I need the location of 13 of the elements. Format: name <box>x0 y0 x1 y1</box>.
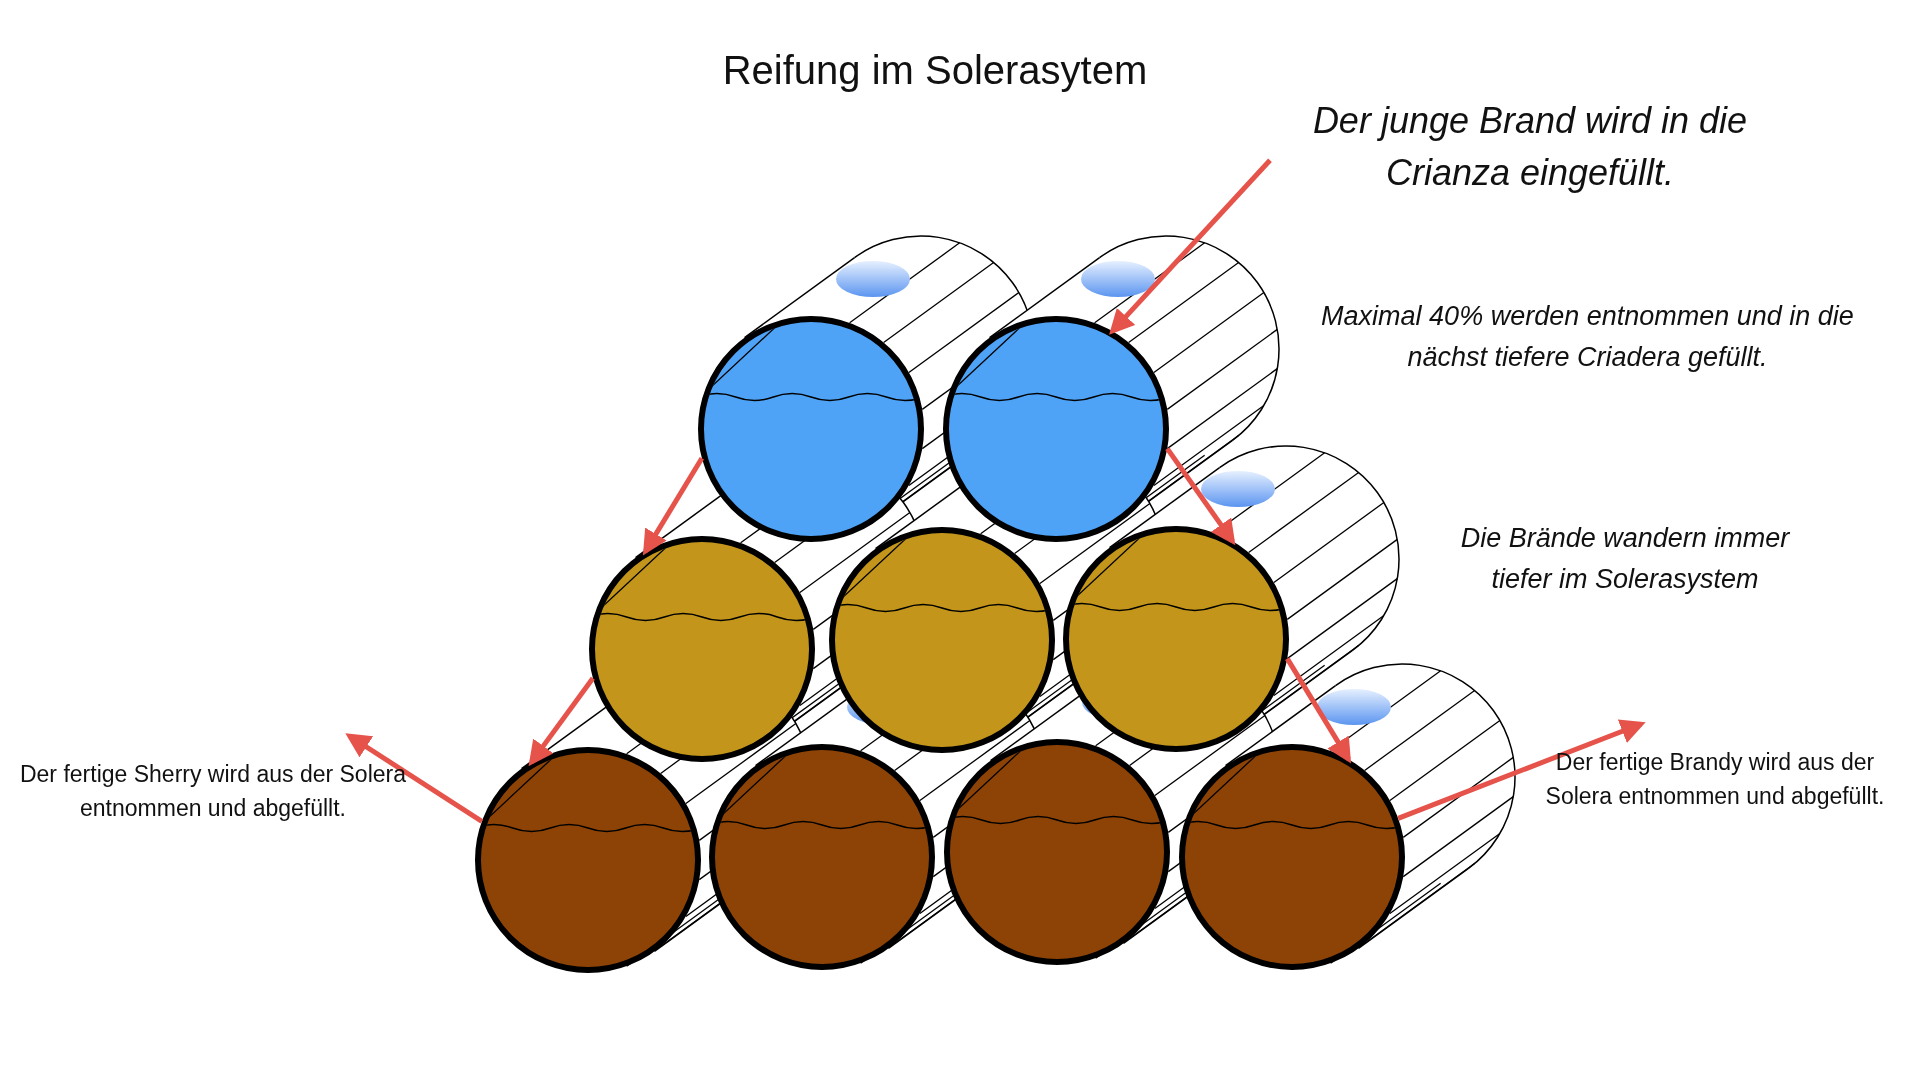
annotation-text: Die Brände wandern immer tiefer im Solerasystem <box>1459 522 1791 596</box>
arrow <box>345 733 484 824</box>
arrow <box>528 676 595 767</box>
arrow <box>1397 719 1646 821</box>
callout-text: Der fertige Sherry wird aus der Solera entnommen und abgefüllt. <box>18 760 408 823</box>
arrow <box>1165 447 1236 546</box>
arrow <box>642 456 704 556</box>
callout-text: Der junge Brand wird in die Crianza eingefüllt. <box>1311 99 1749 195</box>
annotation-text: Maximal 40% werden entnommen und in die nächst tiefere Criadera gefüllt. <box>1320 300 1855 374</box>
arrow <box>1285 657 1352 764</box>
arrow <box>1109 158 1272 335</box>
title: Reifung im Solerasytem <box>721 47 1149 94</box>
callout-text: Der fertige Brandy wird aus der Solera entnommen und abgefüllt. <box>1544 748 1886 811</box>
